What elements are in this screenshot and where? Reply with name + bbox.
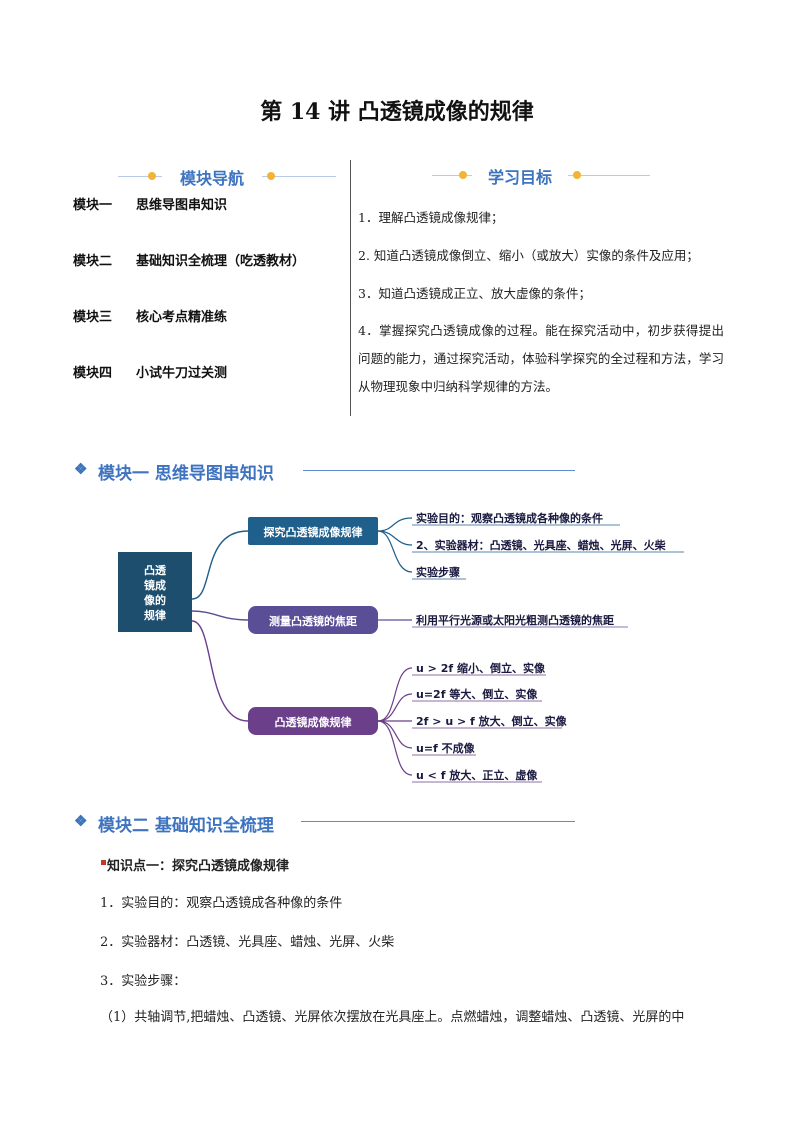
section-diamond-icon: ❖: [74, 812, 88, 830]
branch-label-2: 测量凸透镜的焦距: [269, 614, 357, 628]
section1-line: [303, 470, 575, 471]
nav-header: 模块导航: [162, 165, 262, 189]
goal-item-1: 1．理解凸透镜成像规律；: [358, 210, 504, 225]
branch-box-3: [248, 707, 378, 735]
nav-item-2-num[interactable]: 模块二: [73, 254, 113, 269]
knowledge-line-3: 3．实验步骤：: [100, 974, 187, 989]
nav-item-3-num[interactable]: 模块三: [73, 310, 113, 325]
leaf-3-2: u=2f 等大、倒立、实像: [416, 687, 538, 701]
knowledge-line-4: （1）共轴调节,把蜡烛、凸透镜、光屏依次摆放在光具座上。点燃蜡烛，调整蜡烛、凸透…: [100, 1010, 685, 1025]
goals-header: 学习目标: [472, 164, 568, 188]
branch-box-2: [248, 606, 378, 634]
knowledge-line-2: 2．实验器材：凸透镜、光具座、蜡烛、光屏、火柴: [100, 935, 395, 950]
mind-map-root-line2: 镜成: [144, 578, 166, 592]
nav-item-4-label[interactable]: 小试牛刀过关测: [136, 366, 228, 381]
branch-label-3: 凸透镜成像规律: [275, 715, 352, 729]
goal-item-2: 2. 知道凸透镜成像倒立、缩小（或放大）实像的条件及应用；: [358, 248, 699, 263]
section2-line: [301, 821, 575, 822]
connector-root-branch1: [191, 530, 249, 600]
leaf-1-3: 实验步骤: [416, 565, 460, 579]
knowledge-bullet-icon: [101, 860, 106, 865]
mind-map: 凸透 镜成 像的 规律 探究凸透镜成像规律 测量凸透镜的焦距 凸透镜成像规律 实…: [118, 511, 684, 783]
mind-map-root-line1: 凸透: [144, 564, 167, 577]
knowledge-point-title: 知识点一：探究凸透镜成像规律: [107, 859, 290, 874]
goals-header-dot-right: [573, 171, 581, 179]
goal-item-4: 4．掌握探究凸透镜成像的过程。能在探究活动中，初步获得提出问题的能力，通过探究活…: [358, 323, 724, 394]
leaf-2-1: 利用平行光源或太阳光粗测凸透镜的焦距: [416, 613, 614, 627]
nav-item-2-label[interactable]: 基础知识全梳理（吃透教材）: [136, 254, 306, 269]
leaf-3-5: u < f 放大、正立、虚像: [416, 768, 538, 782]
goal-item-3: 3．知道凸透镜成正立、放大虚像的条件；: [358, 286, 591, 301]
nav-item-4-num[interactable]: 模块四: [73, 366, 113, 381]
page-title: 第 14 讲 凸透镜成像的规律: [260, 99, 534, 125]
section1-title: 模块一 思维导图串知识: [98, 464, 274, 484]
mind-map-root-line4: 规律: [144, 608, 166, 622]
column-divider: [350, 160, 351, 416]
branch-label-1: 探究凸透镜成像规律: [264, 525, 363, 539]
leaf-3-1: u > 2f 缩小、倒立、实像: [416, 661, 546, 675]
nav-item-1-num[interactable]: 模块一: [73, 198, 113, 213]
knowledge-line-1: 1．实验目的：观察凸透镜成各种像的条件: [100, 896, 343, 911]
section-diamond-icon: ❖: [74, 460, 88, 478]
section2-title: 模块二 基础知识全梳理: [98, 816, 274, 836]
leaf-3-3: 2f > u > f 放大、倒立、实像: [416, 714, 568, 728]
connector-root-branch2: [191, 610, 249, 621]
nav-item-3-label[interactable]: 核心考点精准练: [136, 310, 228, 325]
branch-box-1: [248, 517, 378, 545]
leaf-1-2: 2、实验器材：凸透镜、光具座、蜡烛、光屏、火柴: [416, 538, 667, 552]
nav-header-dot-right: [267, 172, 275, 180]
nav-item-1-label[interactable]: 思维导图串知识: [136, 198, 228, 213]
leaf-3-4: u=f 不成像: [416, 741, 476, 755]
connector-root-branch3: [191, 620, 249, 722]
leaf-1-1: 实验目的：观察凸透镜成各种像的条件: [416, 511, 603, 525]
nav-header-dot-left: [148, 172, 156, 180]
goals-header-dot-left: [459, 171, 467, 179]
mind-map-root-line3: 像的: [144, 593, 166, 607]
mind-map-root-box: [118, 552, 192, 632]
